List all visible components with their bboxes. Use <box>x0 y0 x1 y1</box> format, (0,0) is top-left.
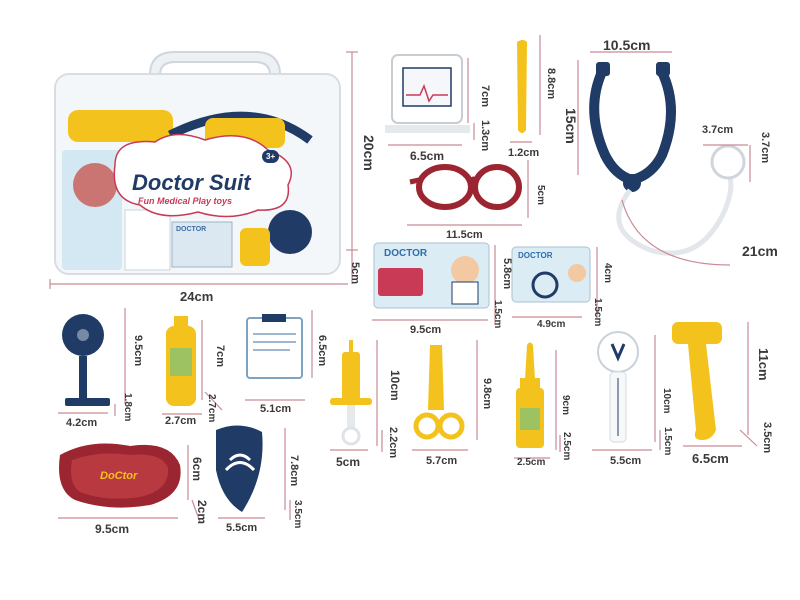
dim-dropper-h: 9cm <box>560 395 571 416</box>
dim-glasses-w: 11.5cm <box>446 229 483 241</box>
dim-monitor-w: 6.5cm <box>410 149 445 163</box>
dim-hammer-h: 11cm <box>756 348 771 381</box>
blood-pressure-gauge-toy <box>597 331 639 443</box>
dim-syringe-h: 10cm <box>388 370 402 401</box>
dim-card2-w: 4.9cm <box>537 319 566 330</box>
box-brand-title: Doctor Suit <box>132 170 251 195</box>
clipboard-toy <box>246 314 303 379</box>
dim-syringe-w: 5cm <box>336 455 361 469</box>
kidney-dish-label: DoCtor <box>100 470 138 482</box>
dim-mirror-d: 1.8cm <box>122 393 133 422</box>
syringe-toy <box>330 340 372 446</box>
dim-spatula-h: 8.8cm <box>545 68 557 100</box>
doctor-card-large <box>373 242 490 309</box>
medicine-bottle-toy <box>166 316 196 406</box>
dim-box-height: 20cm <box>361 135 377 171</box>
glasses-toy <box>409 164 522 210</box>
dim-steth-h: 15cm <box>563 108 579 144</box>
dim-chest-h: 3.7cm <box>759 132 771 164</box>
dim-hammer-w: 6.5cm <box>692 451 729 466</box>
box-age-badge: 3+ <box>262 150 280 163</box>
dim-bp-w: 5.5cm <box>610 455 642 467</box>
dim-bp-h: 10cm <box>661 388 672 414</box>
dim-monitor-h: 7cm <box>479 85 491 108</box>
dim-steth-w: 10.5cm <box>603 37 651 53</box>
dim-hammer-d: 3.5cm <box>761 422 773 454</box>
head-mirror-toy <box>62 314 110 406</box>
dim-card1-d: 1.5cm <box>492 300 503 329</box>
heart-monitor-toy <box>385 54 470 133</box>
dim-clipboard-w: 5.1cm <box>260 403 292 415</box>
dim-box-depth: 5cm <box>349 262 361 285</box>
dim-dish-d: 2cm <box>195 500 209 525</box>
otoscope-toy <box>216 425 263 512</box>
box-card-label: DOCTOR <box>176 226 207 233</box>
dim-bottle-w: 2.7cm <box>165 415 197 427</box>
tongue-spatula-toy <box>517 40 527 133</box>
dim-card1-w: 9.5cm <box>410 324 442 336</box>
dim-bp-d: 1.5cm <box>662 427 673 456</box>
dim-otoscope-w: 5.5cm <box>226 522 258 534</box>
dim-box-width: 24cm <box>180 289 214 304</box>
dim-bottle-d: 2.7cm <box>206 394 217 423</box>
dim-bottle-h: 7cm <box>214 345 226 368</box>
dim-scissors-w: 5.7cm <box>426 455 458 467</box>
dim-card1-h: 5.8cm <box>501 258 513 290</box>
kidney-dish-toy <box>59 443 181 508</box>
dim-dish-h: 6cm <box>190 457 204 482</box>
dim-glasses-h: 5cm <box>535 185 546 206</box>
dim-mirror-h: 9.5cm <box>132 335 144 367</box>
doctor-card-large-title: DOCTOR <box>384 248 428 259</box>
stethoscope-toy <box>589 62 746 256</box>
dim-mirror-w: 4.2cm <box>66 417 98 429</box>
dim-scissors-h: 9.8cm <box>481 378 493 410</box>
dim-syringe-d: 2.2cm <box>387 427 399 459</box>
scissors-toy <box>413 345 465 440</box>
dim-steth-length: 21cm <box>742 243 778 259</box>
dim-clipboard-h: 6.5cm <box>316 335 328 367</box>
dim-dish-w: 9.5cm <box>95 522 130 536</box>
dim-chest-w: 3.7cm <box>702 124 734 136</box>
box-brand-subtitle: Fun Medical Play toys <box>138 196 233 206</box>
dim-otoscope-d: 3.5cm <box>292 500 303 529</box>
dim-monitor-d: 1.3cm <box>479 120 491 152</box>
dim-spatula-w: 1.2cm <box>508 147 540 159</box>
dim-dropper-d: 2.5cm <box>561 432 572 461</box>
dim-card2-d: 1.5cm <box>592 298 603 327</box>
toy-case <box>54 51 341 275</box>
dim-dropper-w: 2.5cm <box>517 457 546 468</box>
dim-otoscope-h: 7.8cm <box>288 455 300 487</box>
dropper-bottle-toy <box>516 342 544 448</box>
doctor-card-small <box>511 246 591 303</box>
doctor-card-small-title: DOCTOR <box>518 251 553 260</box>
dim-card2-h: 4cm <box>602 263 613 284</box>
reflex-hammer-toy <box>672 322 722 440</box>
